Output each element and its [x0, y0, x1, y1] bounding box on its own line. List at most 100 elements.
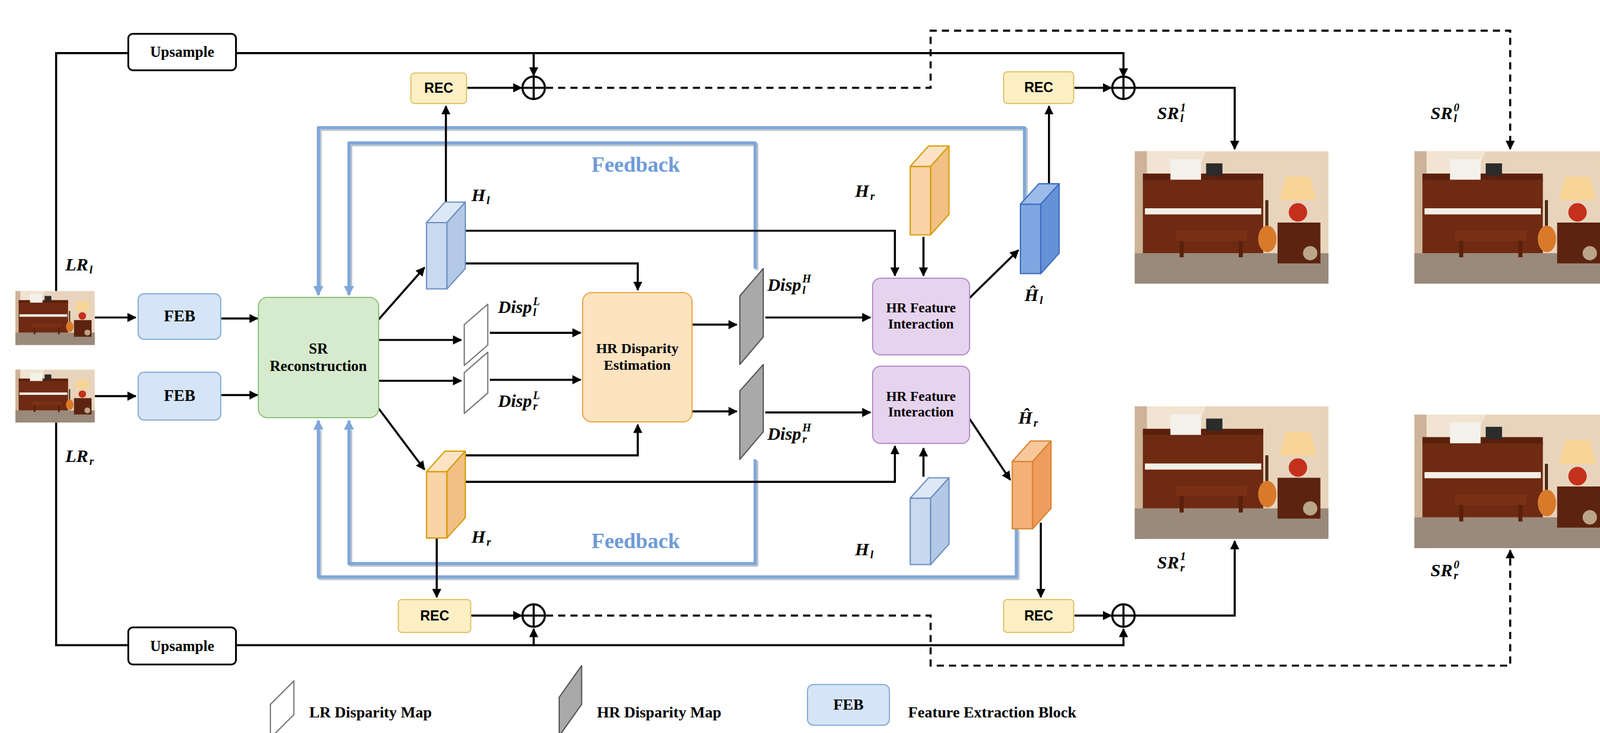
math-symbol: Disp [767, 275, 802, 294]
superscript: L [532, 389, 540, 402]
connector-arrow [221, 394, 258, 396]
subscript: l [1454, 113, 1460, 125]
legend-text: LR Disparity Map [309, 703, 432, 722]
node-text: SR Reconstruction [264, 340, 373, 376]
subscript: l [802, 284, 812, 297]
node-text: REC [424, 80, 454, 96]
math-scripts: Ll [532, 296, 540, 319]
math-label: DispHl [767, 273, 812, 296]
sr-reconstruction-box: SR Reconstruction [257, 296, 380, 419]
wire [56, 53, 1235, 645]
disparity-map [464, 268, 764, 460]
legend-sample [270, 665, 582, 733]
superscript: 0 [1454, 559, 1460, 571]
feature-interaction-box: HR Feature Interaction [872, 365, 971, 444]
math-symbol: Ĥ [1018, 408, 1033, 427]
node-text: FEB [163, 386, 196, 405]
subscript: l [89, 264, 93, 276]
math-symbol: Disp [767, 424, 802, 443]
math-label: LRl [65, 253, 93, 276]
rec-box: REC [410, 72, 468, 105]
connector-arrow [221, 317, 258, 320]
math-symbol: LR [65, 255, 88, 274]
math-label: Hl [471, 183, 490, 206]
math-scripts: 0r [1454, 559, 1460, 582]
math-label: DispLl [498, 296, 541, 319]
node-text: FEB [163, 306, 196, 326]
math-scripts: 1l [1180, 102, 1186, 125]
feature-extraction-box: FEB [137, 371, 222, 421]
skip-connection [546, 30, 1511, 666]
node-text: REC [419, 607, 450, 624]
photo [15, 151, 1600, 549]
math-symbol: SR [1430, 561, 1453, 579]
upsample-box: Upsample [127, 626, 237, 666]
subscript: r [89, 455, 94, 468]
subscript: l [532, 306, 540, 319]
legend-symbol-text: FEB [833, 695, 864, 714]
math-symbol: H [471, 186, 486, 204]
disparity-estimation-box: HR Disparity Estimation [581, 291, 693, 423]
math-scripts: r [486, 525, 492, 548]
subscript: r [870, 190, 875, 203]
math-scripts: 0l [1454, 102, 1460, 125]
legend-swatch: FEB [806, 683, 890, 726]
superscript: 0 [1454, 102, 1460, 114]
feedback-label: Feedback [591, 151, 681, 178]
legend-text: HR Disparity Map [596, 703, 722, 722]
math-symbol: Disp [498, 391, 533, 410]
legend-text: Feature Extraction Block [907, 703, 1077, 722]
math-scripts: Lr [532, 389, 540, 413]
superscript: H [802, 422, 812, 434]
subscript: l [1039, 294, 1043, 307]
math-scripts: 1r [1180, 550, 1186, 574]
upsample-box: Upsample [127, 32, 237, 72]
feature-interaction-box: HR Feature Interaction [872, 277, 971, 356]
subscript: l [1180, 113, 1186, 125]
node-text: HR Feature Interaction [879, 388, 963, 421]
subscript: r [1454, 570, 1460, 582]
math-label: Ĥr [1018, 406, 1039, 429]
subscript: r [1180, 562, 1186, 574]
math-label: Ĥl [1024, 283, 1044, 306]
math-scripts: l [486, 183, 490, 206]
math-symbol: SR [1157, 104, 1180, 123]
math-scripts: Hr [802, 422, 812, 445]
math-symbol: H [471, 527, 486, 546]
math-label: LRr [65, 445, 94, 468]
math-label: DispLr [498, 389, 541, 413]
subscript: l [870, 549, 874, 561]
math-scripts: r [1033, 406, 1038, 429]
node-text: HR Feature Interaction [879, 300, 963, 332]
feature-tensor [426, 145, 1060, 565]
math-scripts: Hl [802, 273, 812, 296]
subscript: r [486, 536, 492, 548]
feedback-loop [318, 127, 1026, 578]
math-symbol: H [855, 540, 870, 559]
node-text: Upsample [150, 637, 215, 655]
superscript: 1 [1180, 102, 1186, 114]
sum-symbol [522, 76, 1135, 627]
node-text: REC [1024, 79, 1054, 96]
subscript: r [1033, 417, 1038, 429]
node-text: Upsample [150, 43, 215, 62]
math-scripts: l [89, 253, 93, 276]
math-label: DispHr [767, 422, 812, 445]
math-scripts: l [870, 537, 874, 560]
math-symbol: SR [1157, 553, 1180, 572]
feature-extraction-box: FEB [137, 293, 222, 340]
math-symbol: LR [65, 446, 88, 465]
math-scripts: r [89, 445, 94, 468]
rec-box: REC [1003, 71, 1075, 105]
subscript: l [486, 194, 490, 207]
math-label: SR1l [1157, 102, 1187, 125]
math-label: Hr [855, 179, 876, 202]
math-symbol: H [855, 181, 870, 200]
superscript: L [532, 296, 540, 308]
math-scripts: l [1039, 283, 1043, 306]
node-text: REC [1024, 607, 1054, 624]
math-label: Hl [855, 537, 874, 560]
